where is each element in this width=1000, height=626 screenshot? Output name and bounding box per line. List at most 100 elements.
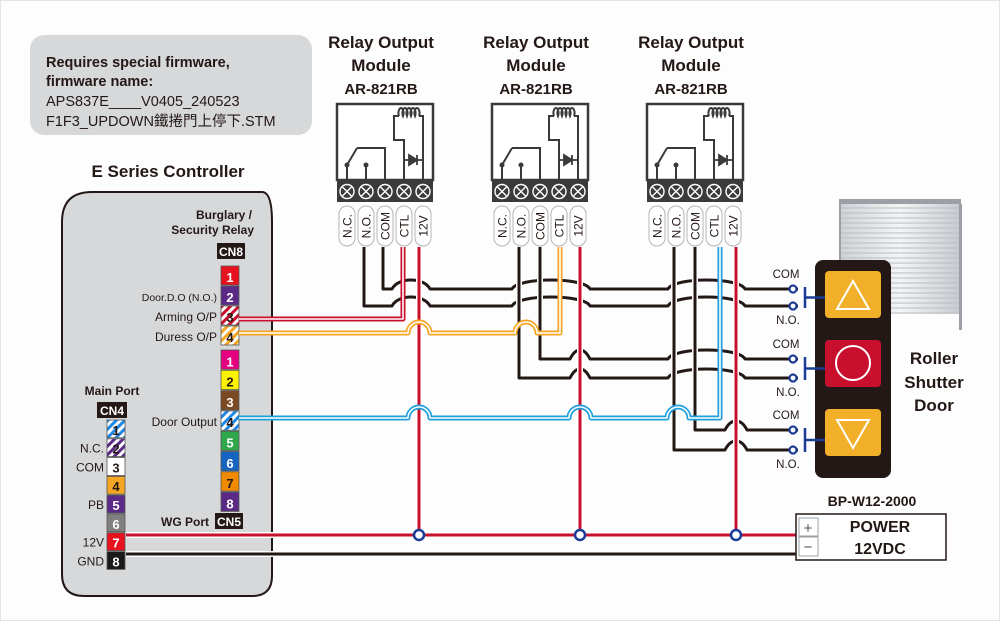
terminal-label-ctl: CTL [705, 205, 723, 247]
pin-label: Door Output [152, 415, 218, 429]
stop-circle-icon [835, 345, 871, 381]
pin-number: 3 [226, 395, 233, 410]
pin-number: 5 [226, 436, 233, 451]
terminal-label-com: COM [531, 205, 549, 247]
pin-label: GND [77, 554, 104, 568]
door-label-line2: Shutter [904, 373, 964, 392]
cn8-label: CN8 [219, 245, 243, 259]
firmware-note-box [30, 35, 312, 135]
module-model: AR-821RB [344, 81, 418, 98]
cn4-pin-4: 4 [106, 475, 126, 495]
pin-number: 7 [226, 476, 233, 491]
cn4-pin-8: 8 GND [77, 551, 126, 570]
terminal-label-no: N.O. [667, 205, 685, 247]
pin-number: 5 [112, 498, 119, 513]
cn5-pin-5: 5 [220, 430, 240, 451]
junction-dot [573, 528, 587, 542]
cn5-pin-2: 2 [220, 369, 240, 390]
coil-icon [707, 107, 731, 119]
junction-dot [729, 528, 743, 542]
svg-text:12V: 12V [727, 215, 741, 236]
cn5-pin-7: 7 [220, 471, 240, 492]
cn4-pin-1: 1 [106, 419, 126, 439]
module-title-line2: Module [506, 56, 566, 75]
wire-door-output-to-module3-ctl [239, 247, 723, 421]
diode-icon [404, 153, 423, 167]
pin-label: COM [76, 460, 104, 474]
pin-number: 6 [226, 456, 233, 471]
terminal-label-com: COM [686, 205, 704, 247]
power-box [795, 513, 947, 561]
terminal-label-ctl: CTL [395, 205, 413, 247]
svg-text:N.O.: N.O. [670, 214, 684, 239]
cn8-title-line1: Burglary / [196, 208, 253, 222]
com-label: COM [773, 269, 800, 281]
cn5-pin-6: 6 [220, 451, 240, 472]
pin-number: 2 [226, 375, 233, 390]
terminal-label-no: N.O. [512, 205, 530, 247]
up-arrow-icon [835, 278, 871, 310]
terminal-label-ctl: CTL [550, 205, 568, 247]
minus-icon: − [804, 539, 813, 556]
pin-number: 8 [226, 496, 233, 511]
down-button[interactable] [825, 409, 881, 456]
pin-label: Duress O/P [155, 330, 217, 344]
diode-icon [559, 153, 578, 167]
door-label-line1: Roller [910, 349, 959, 368]
terminal-label-nc: N.C. [648, 205, 666, 247]
pin-number: 3 [112, 460, 119, 475]
svg-text:COM: COM [689, 212, 703, 240]
module-title-line2: Module [661, 56, 721, 75]
power-minus-terminal [798, 536, 819, 557]
terminal-label-nc: N.C. [493, 205, 511, 247]
svg-text:COM: COM [379, 212, 393, 240]
terminal-label-12v: 12V [414, 205, 432, 247]
cn5-pin-8: 8 [220, 491, 240, 512]
controller: E Series Controller Burglary / Security … [61, 162, 273, 597]
pin-number: 3 [226, 310, 233, 325]
pin-number: 6 [112, 517, 119, 532]
pin-label: N.C. [80, 442, 104, 456]
svg-text:CTL: CTL [553, 214, 567, 237]
plus-icon: + [804, 520, 813, 537]
svg-text:N.O.: N.O. [515, 214, 529, 239]
firmware-name-line1: APS837E____V0405_240523 [46, 94, 240, 110]
power-supply: BP-W12-2000 + − POWER 12VDC [795, 493, 947, 561]
pin-label: 12V [83, 536, 104, 550]
terminal-label-12v: 12V [724, 205, 742, 247]
power-plus-terminal [798, 517, 819, 537]
up-button[interactable] [825, 271, 881, 318]
cn5-pin-1: 1 [220, 349, 240, 370]
pin-number: 1 [226, 354, 233, 369]
module-title-line1: Relay Output [483, 33, 589, 52]
diode-icon [714, 153, 733, 167]
no-label: N.O. [776, 387, 800, 399]
pin-number: 2 [112, 442, 119, 457]
pin-label: PB [88, 498, 104, 512]
power-model: BP-W12-2000 [828, 493, 917, 509]
down-arrow-icon [835, 419, 871, 451]
stop-button[interactable] [825, 340, 881, 387]
controller-title: E Series Controller [91, 162, 244, 181]
pin-label: Door.D.O (N.O.) [142, 292, 217, 304]
terminal-label-no: N.O. [357, 205, 375, 247]
pin-number: 4 [112, 479, 120, 494]
pin-number: 8 [112, 554, 119, 569]
cn8-title-line2: Security Relay [171, 223, 254, 237]
svg-text:N.C.: N.C. [651, 214, 665, 238]
module-title-line2: Module [351, 56, 411, 75]
svg-text:CTL: CTL [398, 214, 412, 237]
cn8-label-box [217, 243, 245, 259]
terminal-label-com: COM [376, 205, 394, 247]
power-line1: POWER [850, 519, 911, 536]
